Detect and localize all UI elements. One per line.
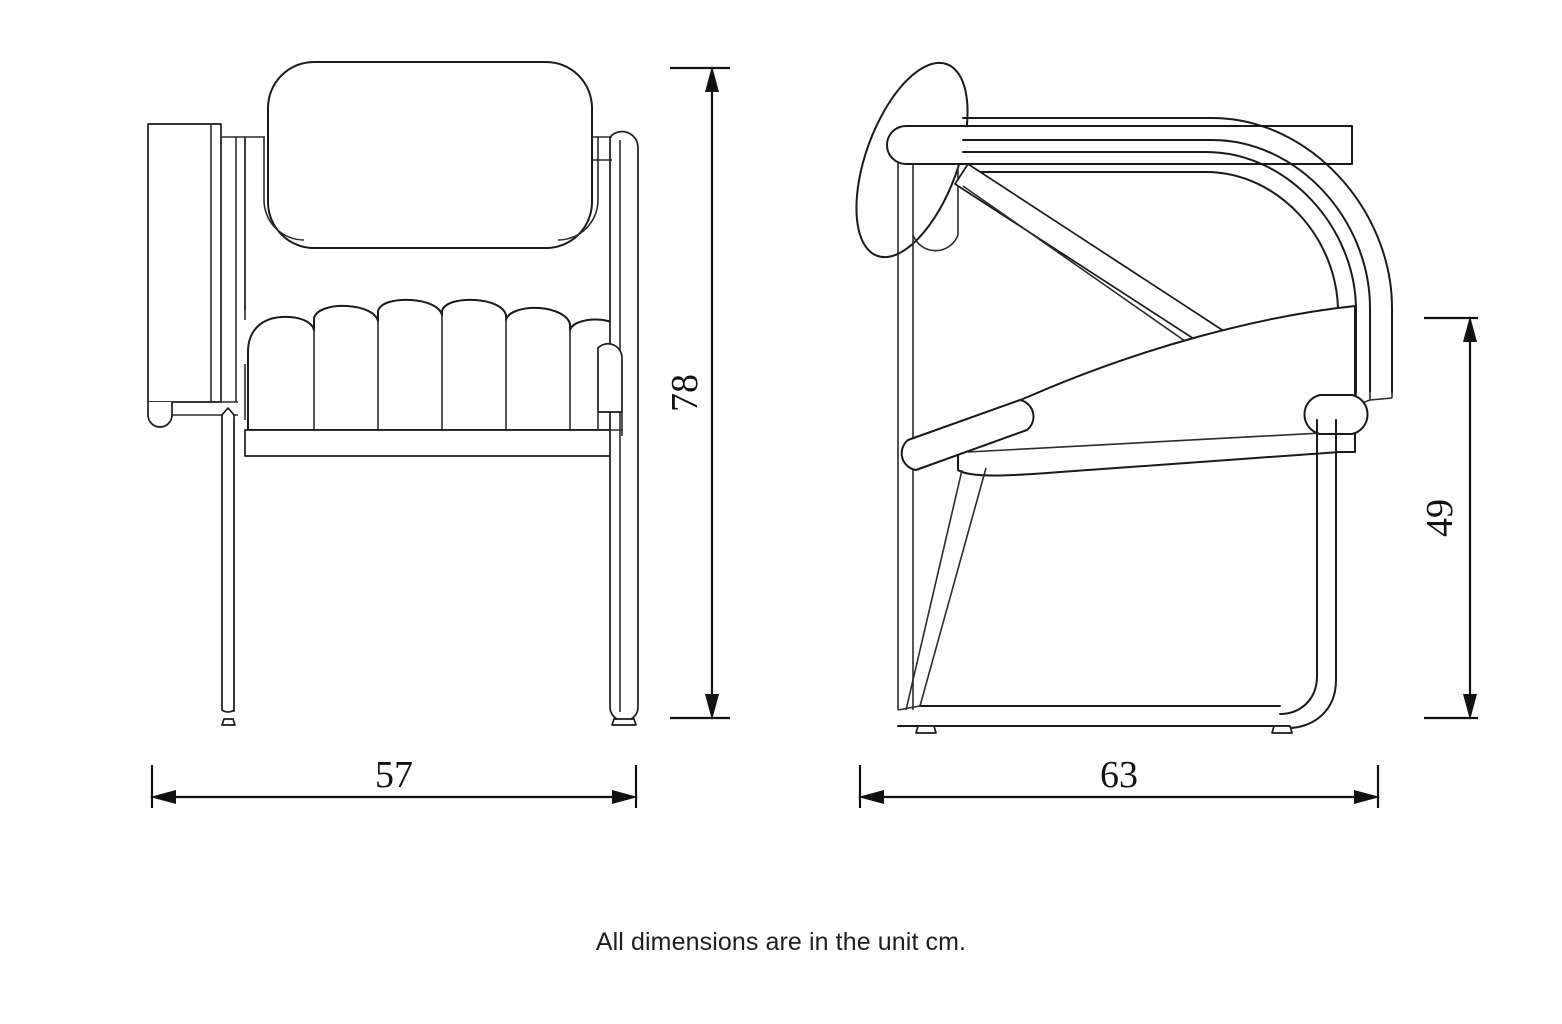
front-left-armrest xyxy=(147,123,222,403)
unit-caption: All dimensions are in the unit cm. xyxy=(595,928,967,956)
front-seat-cushion xyxy=(247,298,629,431)
side-seat-cushion xyxy=(957,305,1356,477)
side-front-leg xyxy=(1279,419,1337,729)
front-view xyxy=(147,61,639,726)
front-left-leg xyxy=(221,407,236,726)
dimension-label-depth: 63 xyxy=(1100,754,1138,796)
side-back-cushion-stub xyxy=(912,166,959,252)
front-seat-rail xyxy=(244,429,632,457)
side-lower-braces xyxy=(905,467,987,711)
front-right-leg xyxy=(609,130,639,726)
dimension-label-seat-height: 49 xyxy=(1419,499,1461,537)
front-back-cushion xyxy=(267,61,593,249)
side-back-frame-inner xyxy=(962,151,1357,393)
side-base-rails xyxy=(897,705,1289,727)
front-back-frame-uprights xyxy=(244,137,599,310)
side-floor-glide-right xyxy=(1271,725,1293,734)
side-floor-glide-left xyxy=(915,725,937,734)
front-left-frame-posts xyxy=(221,136,265,402)
side-rear-post xyxy=(897,138,914,710)
front-left-arm-tube xyxy=(147,401,238,428)
side-back-frame-outer xyxy=(962,117,1393,393)
front-right-arm-connector xyxy=(592,136,612,161)
side-view xyxy=(855,61,1393,734)
side-seat-right-joint xyxy=(1303,394,1369,435)
front-right-inner-tube xyxy=(597,342,623,436)
dimension-seat-height-49: 49 xyxy=(1419,316,1478,720)
side-seat-support-rod xyxy=(900,399,1035,471)
dimension-depth-63: 63 xyxy=(858,754,1380,808)
dimension-label-height: 78 xyxy=(664,374,706,412)
dimension-label-width: 57 xyxy=(375,754,413,796)
dimension-width-57: 57 xyxy=(150,754,638,808)
dimension-height-78: 78 xyxy=(664,66,730,720)
